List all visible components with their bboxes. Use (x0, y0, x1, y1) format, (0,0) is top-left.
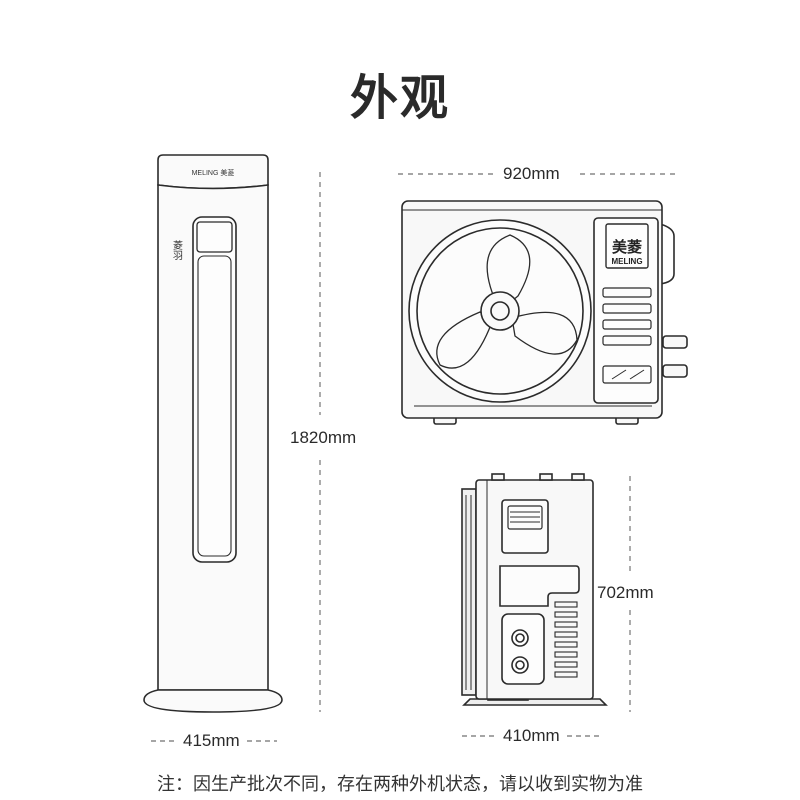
outdoor-badge-en: MELING (611, 257, 642, 266)
indoor-brand-label: MELING 美菱 (192, 168, 235, 177)
outdoor-side-depth-label: 410mm (500, 726, 563, 746)
indoor-unit-drawing (143, 154, 283, 713)
outdoor-side-drawing (461, 473, 608, 706)
outdoor-badge-cn: 美菱 (612, 238, 642, 256)
outdoor-width-label: 920mm (500, 164, 563, 184)
indoor-height-label: 1820mm (287, 428, 360, 448)
indoor-width-label: 415mm (180, 731, 243, 751)
outdoor-front-drawing (401, 200, 688, 425)
indoor-side-text: 菱羽 (171, 240, 183, 260)
outdoor-side-height-label: 702mm (594, 583, 657, 603)
disclaimer-note: 注：因生产批次不同，存在两种外机状态，请以收到实物为准 (157, 774, 643, 795)
page-title: 外观 (349, 70, 450, 126)
